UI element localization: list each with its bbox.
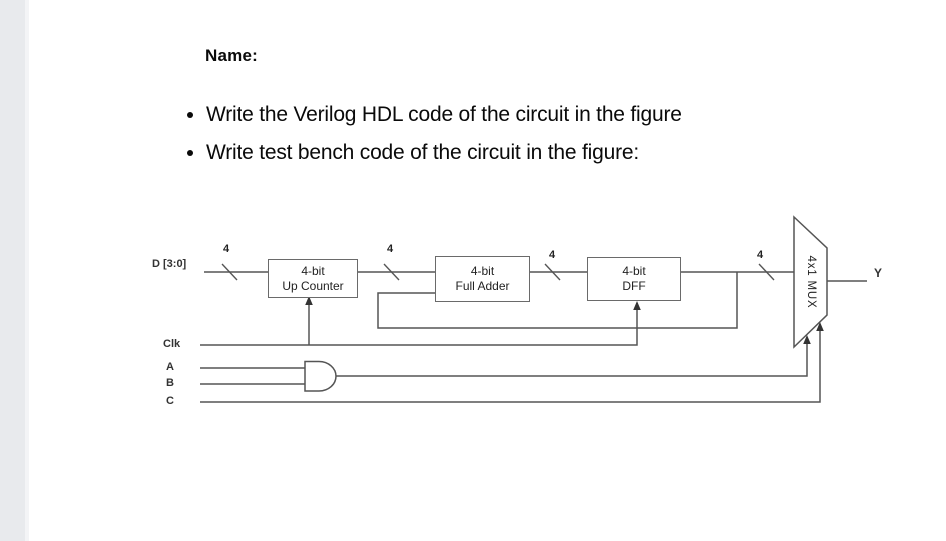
task-item-verilog: Write the Verilog HDL code of the circui… [206,103,682,126]
bus-slash-2 [383,263,400,281]
bus-slash-4 [758,263,775,281]
y-output-label: Y [874,266,883,280]
c-input-label: C [166,395,174,407]
bus-slash-3 [544,263,561,281]
name-heading: Name: [205,46,258,65]
mux-label: 4x1 MUX [805,255,817,309]
d-bus-label: D [3:0] [152,258,187,270]
a-input-label: A [166,361,174,373]
bus-width-label-4: 4 [756,249,764,261]
dff-clock-arrowhead-icon [633,301,641,310]
block-full-adder: 4-bit Full Adder [435,256,530,302]
block-dff: 4-bit DFF [587,257,681,301]
block-up-counter: 4-bit Up Counter [268,259,358,298]
mux-select0-arrowhead-icon [803,335,811,344]
b-input-label: B [166,377,174,389]
clk-wire [200,303,638,346]
clk-label: Clk [163,338,181,350]
task-list: Write the Verilog HDL code of the circui… [179,103,682,179]
mux-shape [793,215,828,349]
counter-clock-arrowhead-icon [305,296,313,305]
up-counter-line2: Up Counter [282,278,344,293]
dff-feedback-wire [377,272,738,329]
and-output-wire [336,340,808,377]
page-left-margin [0,0,29,541]
dff-line2: DFF [622,279,646,293]
full-adder-line1: 4-bit [470,264,495,278]
bus-width-label-1: 4 [222,243,230,255]
bus-width-label-3: 4 [548,249,556,261]
mux-select1-arrowhead-icon [816,322,824,331]
dff-line1: 4-bit [622,264,646,278]
bus-slash-1 [221,263,238,281]
bus-width-label-2: 4 [386,243,394,255]
task-item-testbench: Write test bench code of the circuit in … [206,141,682,164]
and-gate [304,360,337,392]
c-wire [200,327,821,403]
up-counter-line1: 4-bit [301,263,325,278]
full-adder-line2: Full Adder [455,279,510,293]
